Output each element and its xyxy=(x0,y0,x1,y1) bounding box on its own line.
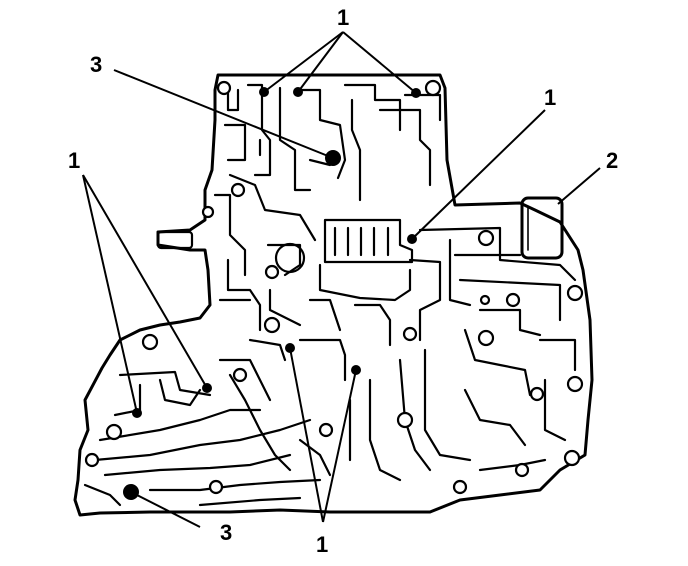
callout-labels: 1 3 1 2 1 3 1 xyxy=(68,5,618,557)
accumulator-cap xyxy=(520,196,564,260)
callout-top-3: 3 xyxy=(90,52,102,77)
callout-right-1: 1 xyxy=(544,85,556,110)
leader-lines xyxy=(82,31,601,528)
valve-body-outline xyxy=(73,73,594,517)
fluid-channels xyxy=(83,83,577,507)
callout-top-1: 1 xyxy=(337,5,349,30)
callout-bottom-1: 1 xyxy=(316,532,328,557)
callout-bottom-3: 3 xyxy=(220,520,232,545)
check-balls xyxy=(123,87,421,500)
callout-right-2: 2 xyxy=(606,148,618,173)
callout-left-1: 1 xyxy=(68,148,80,173)
bolt-holes xyxy=(84,79,584,495)
